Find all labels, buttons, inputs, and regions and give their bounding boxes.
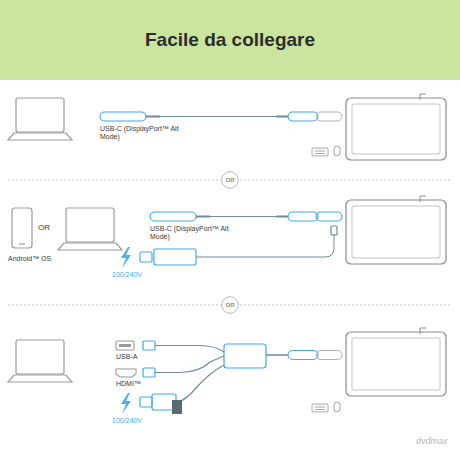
keyboard-mouse-icon (312, 148, 328, 156)
laptop-icon (8, 133, 72, 140)
os-label: Android™ OS (8, 255, 51, 263)
hdmi-port (116, 369, 136, 377)
phone-icon (12, 208, 32, 248)
phone-icon (12, 208, 32, 248)
tablet-icon (346, 98, 446, 160)
separator (8, 180, 452, 305)
lightning-icon (121, 393, 131, 414)
power-cable (154, 249, 196, 265)
keyboard-mouse-icon (315, 151, 325, 154)
tablet-icon (346, 328, 446, 396)
adapter-cables (155, 346, 224, 353)
usb-a-port (119, 344, 131, 347)
tablet-icon (420, 328, 426, 334)
tablet-icon (352, 206, 440, 258)
tablet-icon (346, 196, 446, 264)
power-cable (140, 252, 152, 262)
laptop-icon (16, 340, 64, 374)
circle-outline (222, 297, 239, 314)
power-cable (196, 234, 334, 257)
usb-c-cable (276, 216, 288, 218)
phone-icon (19, 243, 25, 244)
port-label: USB-C (DisplayPort™ Alt Mode) (100, 125, 190, 142)
keyboard-mouse-icon (315, 407, 325, 410)
usb-c-cable (288, 112, 318, 121)
usb-c-cable (316, 112, 342, 121)
voltage-label: 100/240V (112, 271, 142, 279)
keyboard-mouse-icon (312, 146, 340, 156)
usb-c-cable (100, 112, 146, 121)
laptop-icon (8, 375, 72, 382)
title-band (0, 0, 460, 80)
lightning-icon (121, 247, 131, 268)
usb-c-cable (160, 116, 276, 117)
laptop-icon (66, 208, 114, 242)
tablet-icon (352, 104, 440, 154)
usb-c-cable (100, 112, 342, 121)
usb-c-cable (150, 212, 342, 221)
laptop-icon (8, 98, 72, 140)
usb-c-cable (316, 212, 342, 221)
laptop-icon (58, 208, 122, 250)
tablet-icon (420, 196, 426, 202)
keyboard-mouse-icon (334, 402, 340, 412)
or-text: OR (221, 177, 239, 183)
usb-c-cable (146, 116, 160, 118)
laptop-icon (8, 340, 72, 382)
adapter-cables (176, 364, 226, 402)
adapter-cables (316, 351, 342, 360)
keyboard-mouse-icon (334, 146, 340, 156)
title-band (0, 0, 460, 80)
lightning-icon (121, 393, 131, 414)
hdmi-port (116, 369, 136, 377)
power-plug (140, 394, 182, 414)
laptop-icon (16, 98, 64, 132)
port-label: USB-C (DisplayPort™ Alt Mode) (150, 225, 240, 242)
watermark: dvdmax (416, 436, 448, 447)
or-circle: OR (221, 296, 239, 314)
or-circle: OR (221, 171, 239, 189)
port-label: USB-A (116, 353, 137, 361)
usb-a-port (116, 341, 134, 350)
adapter-cables (143, 341, 155, 350)
usb-a-port (116, 341, 134, 350)
keyboard-mouse-icon (312, 402, 340, 412)
laptop-icon (58, 243, 122, 250)
power-cable (331, 226, 337, 235)
usb-c-cable (288, 212, 318, 221)
voltage-label: 100/240V (112, 417, 142, 425)
or-text: OR (221, 302, 239, 308)
tablet-icon (346, 200, 446, 264)
usb-c-cable (276, 116, 288, 118)
adapter-cables (266, 354, 288, 356)
keyboard-mouse-icon (312, 404, 328, 412)
power-plug (172, 400, 182, 414)
adapter-cables (155, 356, 224, 373)
usb-c-cable (150, 212, 196, 221)
tablet-icon (352, 338, 440, 390)
usb-c-cable (210, 216, 276, 217)
adapter-cables (143, 341, 342, 402)
or-text: OR (38, 223, 50, 233)
adapter-cables (288, 351, 318, 360)
power-plug (140, 397, 152, 407)
tablet-icon (420, 94, 426, 100)
adapter-cables (143, 368, 155, 377)
adapter-cables (224, 344, 266, 368)
tablet-icon (346, 94, 446, 160)
usb-c-cable (196, 216, 210, 218)
port-label: HDMI™ (116, 380, 141, 388)
lightning-icon (121, 247, 131, 268)
tablet-icon (346, 332, 446, 396)
circle-outline (222, 172, 239, 189)
title: Facile da collegare (145, 29, 315, 51)
power-cable (140, 226, 337, 265)
